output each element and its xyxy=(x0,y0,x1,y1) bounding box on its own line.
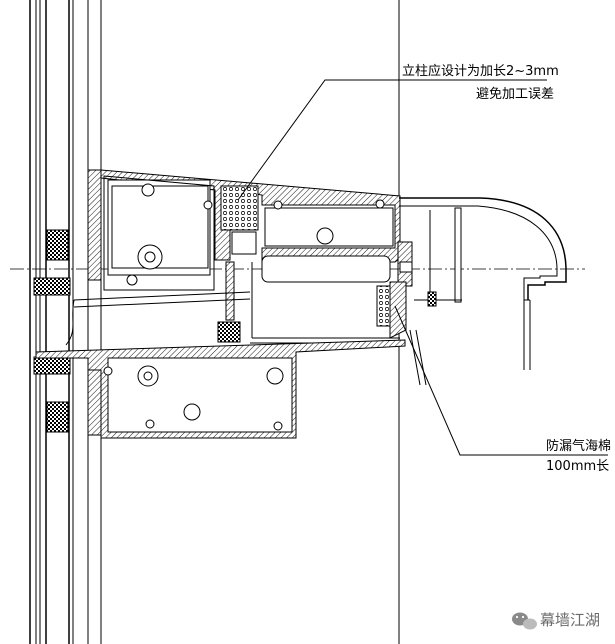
annotation-right-line2: 100mm长 xyxy=(546,459,609,474)
watermark: 幕墙江湖 xyxy=(512,611,600,630)
annotation-top-line2: 避免加工误差 xyxy=(476,87,554,102)
glass-panel-lines xyxy=(29,0,102,644)
lower-transom-profile xyxy=(35,339,406,439)
watermark-text: 幕墙江湖 xyxy=(540,611,600,629)
annotation-top-line1: 立柱应设计为加长2~3mm xyxy=(402,63,559,79)
upper-transom-profile xyxy=(100,169,401,291)
wechat-icon xyxy=(512,612,537,630)
curved-cover-cap xyxy=(399,197,567,386)
annotation-right-line1: 防漏气海棉 xyxy=(546,438,611,454)
insulation-foam-block xyxy=(220,185,259,231)
leader-lines xyxy=(237,79,608,456)
sill-slope xyxy=(65,291,251,346)
glass-seal-blocks xyxy=(33,169,102,436)
